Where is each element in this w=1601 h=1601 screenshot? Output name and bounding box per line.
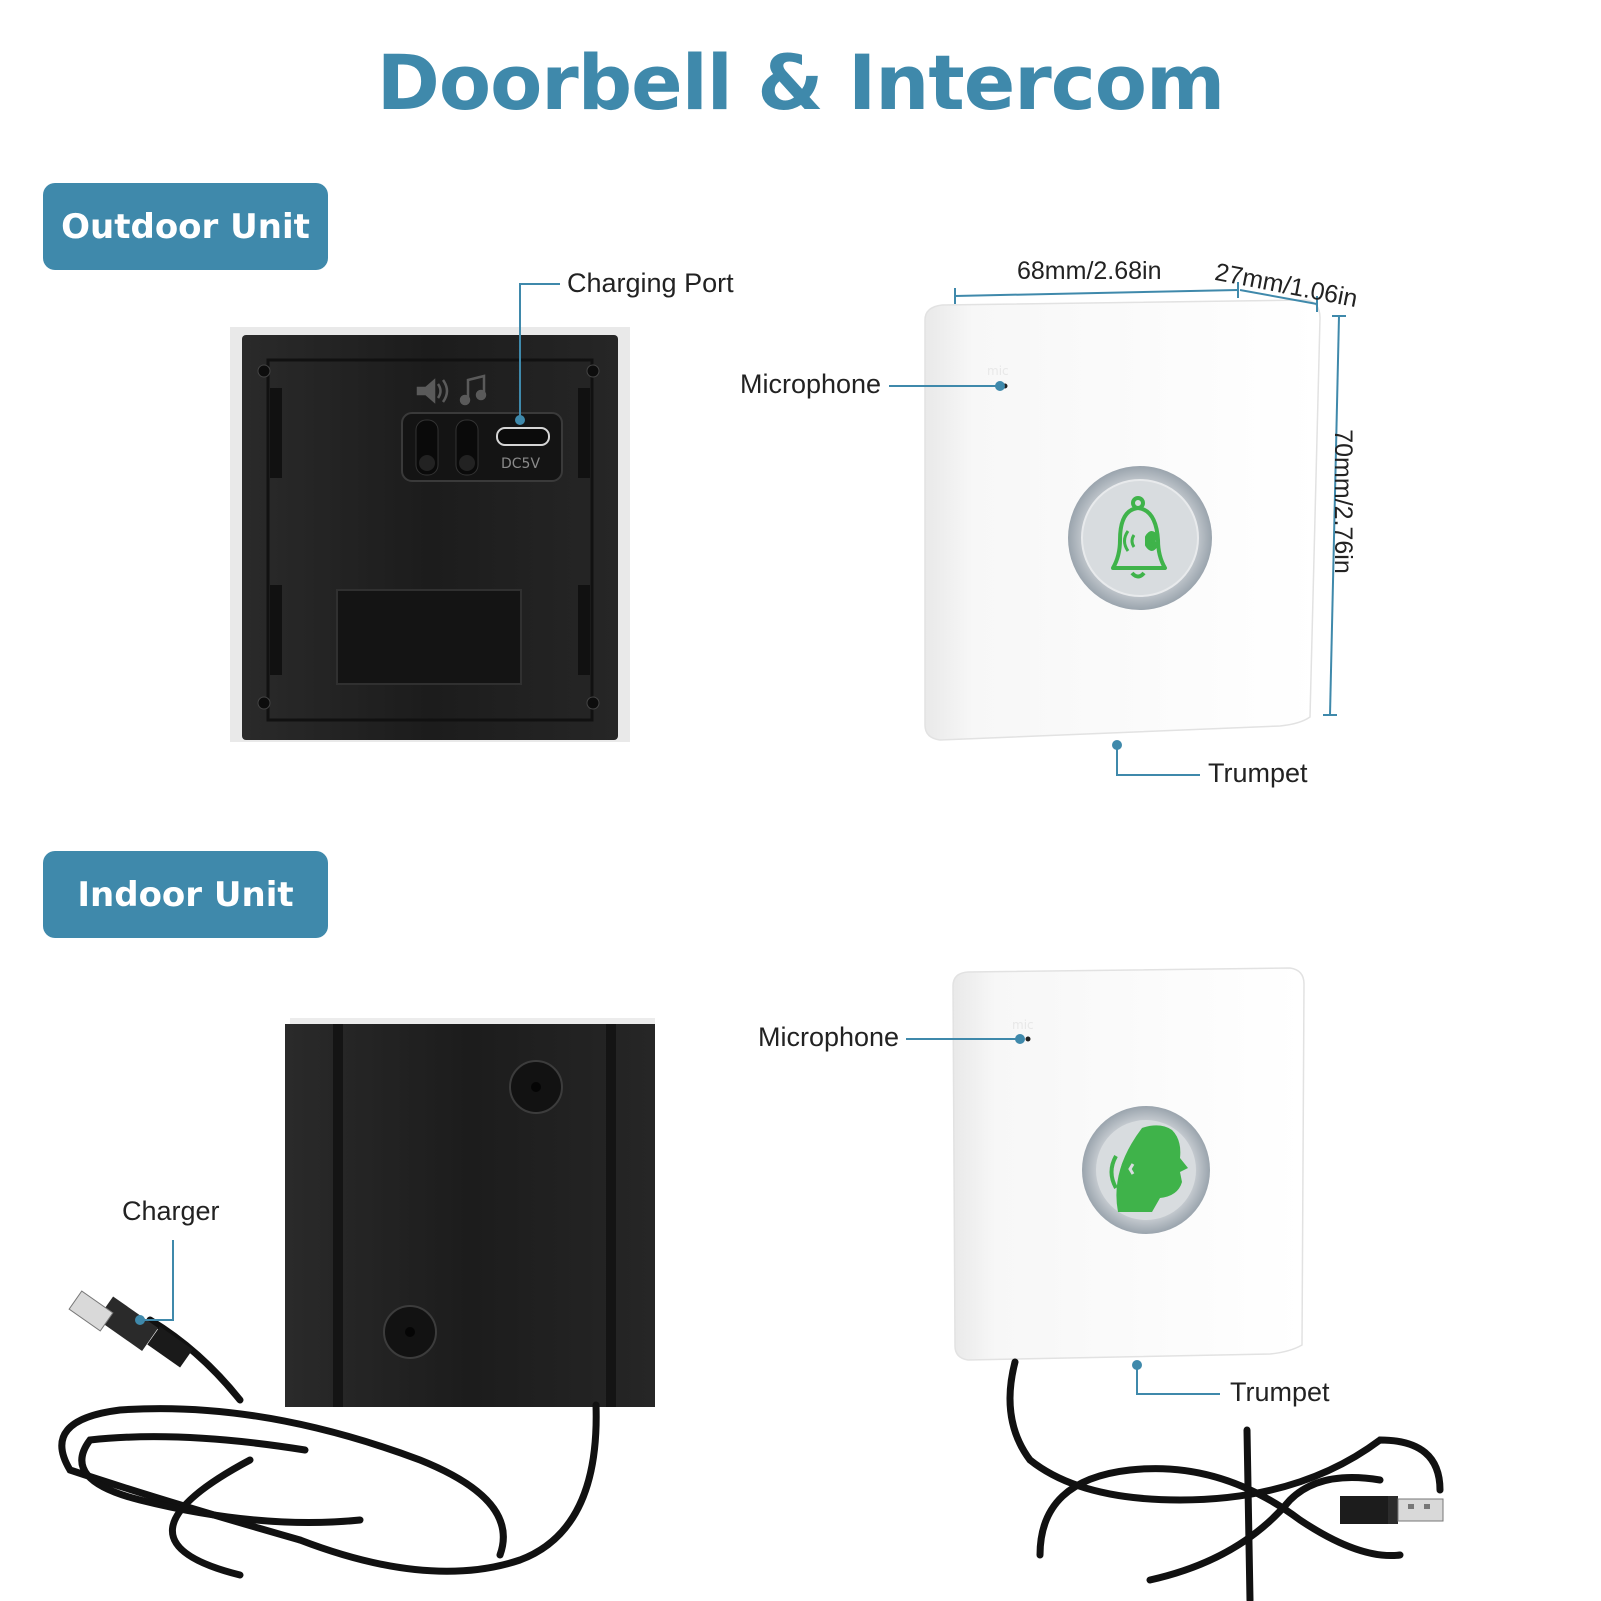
outdoor-unit-back: DC5V bbox=[230, 327, 630, 742]
usb-plug-icon bbox=[68, 1290, 193, 1368]
charger-label: Charger bbox=[122, 1196, 220, 1226]
screw-icon bbox=[257, 696, 271, 710]
trumpet-label-outdoor: Trumpet bbox=[1208, 758, 1308, 788]
usb-c-port-icon bbox=[496, 427, 550, 446]
charger-callout-line bbox=[140, 1240, 174, 1321]
screw-icon bbox=[257, 364, 271, 378]
indoor-unit-front: mic bbox=[952, 967, 1444, 1601]
intercom-button bbox=[1082, 1106, 1210, 1234]
charging-port-label: Charging Port bbox=[567, 268, 734, 298]
width-dimension-label: 68mm/2.68in bbox=[1017, 257, 1162, 285]
charging-port-callout-line bbox=[519, 283, 560, 420]
mic-mark: mic bbox=[1012, 1018, 1034, 1032]
screw-icon bbox=[586, 364, 600, 378]
microphone-hole bbox=[1025, 1036, 1031, 1042]
microphone-label-outdoor: Microphone bbox=[740, 369, 882, 399]
outdoor-unit-front: mic bbox=[924, 299, 1321, 741]
port-label: DC5V bbox=[501, 456, 540, 472]
dimension-lines bbox=[954, 282, 1346, 716]
music-note-icon bbox=[459, 374, 487, 406]
speaking-head-icon bbox=[1109, 1125, 1188, 1212]
trumpet-callout-line bbox=[1136, 1365, 1220, 1395]
microphone-label-indoor: Microphone bbox=[758, 1022, 900, 1052]
doorbell-button bbox=[1068, 466, 1212, 610]
usb-cable bbox=[1006, 1358, 1444, 1601]
screw-icon bbox=[586, 696, 600, 710]
usb-plug-icon bbox=[1340, 1496, 1444, 1524]
height-dimension-label: 70mm/2.76in bbox=[1328, 429, 1357, 574]
usb-cable bbox=[58, 1316, 600, 1579]
mic-mark: mic bbox=[987, 364, 1009, 378]
trumpet-callout-line bbox=[1116, 745, 1200, 776]
page-title: Doorbell & Intercom bbox=[376, 38, 1225, 127]
trumpet-label-indoor: Trumpet bbox=[1230, 1377, 1330, 1407]
outdoor-unit-badge: Outdoor Unit bbox=[43, 183, 328, 270]
indoor-unit-badge: Indoor Unit bbox=[43, 851, 328, 938]
volume-icon bbox=[416, 378, 449, 404]
bell-icon bbox=[1111, 496, 1167, 579]
indoor-unit-back bbox=[58, 1018, 655, 1579]
